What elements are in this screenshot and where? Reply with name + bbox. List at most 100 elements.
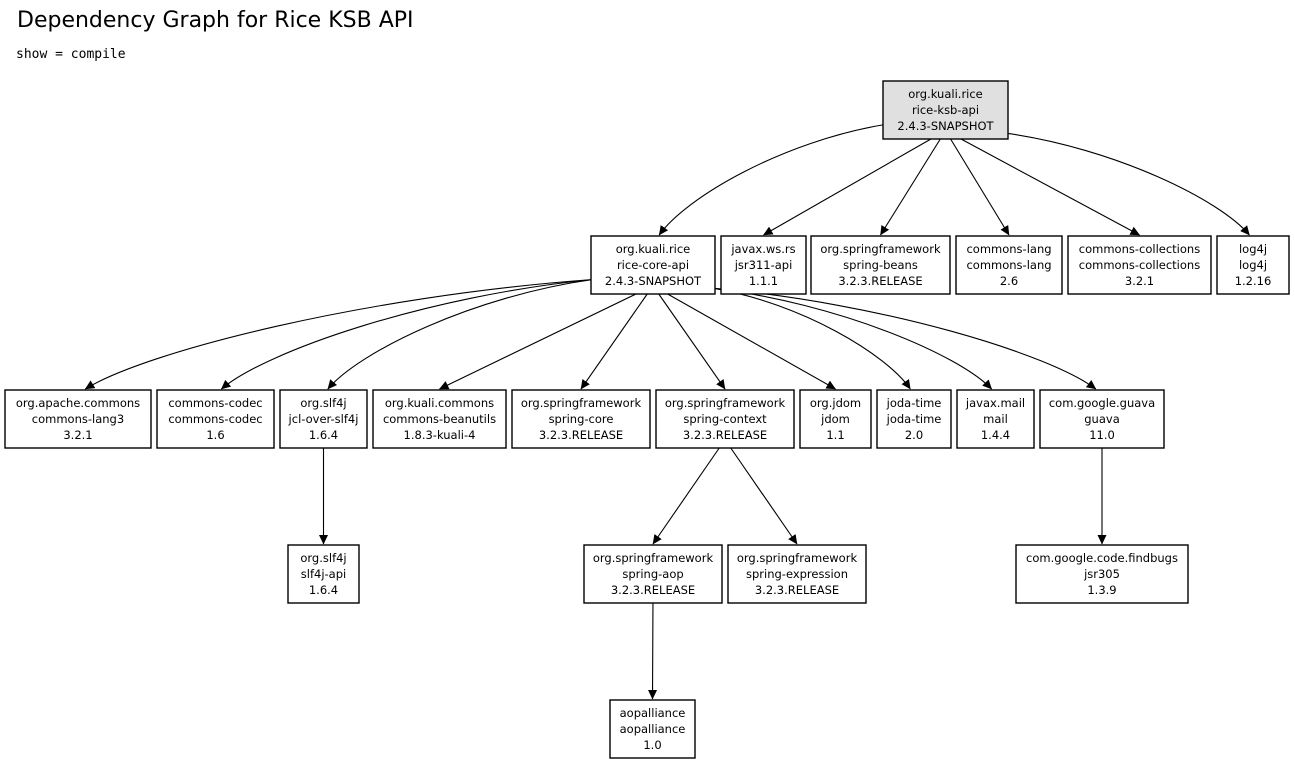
edge-rice-core-api-to-spring-core xyxy=(580,293,648,390)
node-version-label: 2.4.3-SNAPSHOT xyxy=(897,119,994,133)
node-artifact-label: joda-time xyxy=(886,412,942,426)
node-version-label: 3.2.3.RELEASE xyxy=(539,428,623,442)
edge-rice-core-api-to-guava xyxy=(712,287,1097,390)
node-group-label: com.google.code.findbugs xyxy=(1026,551,1178,565)
node-spring-beans: org.springframeworkspring-beans3.2.3.REL… xyxy=(810,235,951,295)
node-version-label: 2.0 xyxy=(905,428,923,442)
node-box xyxy=(287,544,360,604)
node-version-label: 3.2.1 xyxy=(1125,274,1154,288)
node-artifact-label: commons-lang3 xyxy=(32,412,124,426)
node-group-label: javax.ws.rs xyxy=(730,242,795,256)
edge-rice-ksb-api-to-commons-lang xyxy=(950,138,1010,236)
node-artifact-label: slf4j-api xyxy=(301,567,346,581)
node-artifact-label: jdom xyxy=(820,412,850,426)
edge-rice-core-api-to-jcl-over-slf4j xyxy=(327,278,594,390)
node-commons-codec: commons-codec commons-codec 1.6 xyxy=(156,389,275,449)
node-rice-core-api: org.kuali.ricerice-core-api2.4.3-SNAPSHO… xyxy=(590,235,716,295)
edge-rice-ksb-api-to-log4j xyxy=(1005,132,1250,236)
node-box xyxy=(511,389,651,449)
node-commons-lang: commons-lang commons-lang 2.6 xyxy=(955,235,1063,295)
node-artifact-label: rice-ksb-api xyxy=(912,103,979,117)
node-artifact-label: aopalliance xyxy=(620,722,686,736)
edge-rice-core-api-to-mail xyxy=(712,287,993,390)
node-box xyxy=(1216,235,1290,295)
node-box xyxy=(156,389,275,449)
node-jsr305: com.google.code.findbugs jsr305 1.3.9 xyxy=(1015,544,1189,604)
node-box xyxy=(720,235,807,295)
node-version-label: 1.0 xyxy=(643,738,661,752)
node-artifact-label: rice-core-api xyxy=(617,258,689,272)
node-spring-aop: org.springframeworkspring-aop3.2.3.RELEA… xyxy=(583,544,723,604)
node-box xyxy=(876,389,952,449)
node-commons-collections: commons-collectionscommons-collections3.… xyxy=(1067,235,1212,295)
node-box xyxy=(1039,389,1165,449)
node-artifact-label: spring-core xyxy=(549,412,614,426)
node-aopalliance: aopalliance aopalliance 1.0 xyxy=(609,699,696,759)
node-box xyxy=(655,389,795,449)
node-group-label: javax.mail xyxy=(965,396,1025,410)
node-group-label: org.slf4j xyxy=(300,551,346,565)
page-title: Dependency Graph for Rice KSB API xyxy=(17,8,414,33)
edge-spring-context-to-spring-aop xyxy=(652,447,720,545)
node-version-label: 1.3.9 xyxy=(1087,583,1116,597)
node-group-label: commons-codec xyxy=(168,396,262,410)
node-version-label: 11.0 xyxy=(1089,428,1115,442)
edge-rice-core-api-to-commons-beanutils xyxy=(439,293,637,390)
node-box xyxy=(1015,544,1189,604)
node-jdom: org.jdom jdom 1.1 xyxy=(799,389,872,449)
node-box xyxy=(583,544,723,604)
node-box xyxy=(810,235,951,295)
node-version-label: 3.2.3.RELEASE xyxy=(611,583,695,597)
node-group-label: org.jdom xyxy=(810,396,861,410)
node-spring-expression: org.springframework spring-expression 3.2.… xyxy=(727,544,867,604)
node-group-label: org.kuali.rice xyxy=(616,242,691,256)
edge-rice-core-api-to-jdom xyxy=(667,293,836,390)
scope-filter-label: show = compile xyxy=(16,47,126,62)
node-box xyxy=(882,80,1009,140)
node-box xyxy=(727,544,867,604)
node-slf4j-api: org.slf4j slf4j-api 1.6.4 xyxy=(287,544,360,604)
node-version-label: 1.1 xyxy=(826,428,844,442)
node-group-label: org.kuali.rice xyxy=(908,87,983,101)
node-group-label: commons-lang xyxy=(966,242,1051,256)
node-version-label: 1.8.3-kuali-4 xyxy=(404,428,476,442)
node-box xyxy=(372,389,507,449)
node-group-label: org.springframework xyxy=(521,396,642,410)
node-box xyxy=(590,235,716,295)
node-version-label: 3.2.3.RELEASE xyxy=(755,583,839,597)
node-rice-ksb-api: org.kuali.rice rice-ksb-api 2.4.3-SNAPSHOT xyxy=(882,80,1009,140)
edge-rice-core-api-to-spring-context xyxy=(658,293,726,390)
node-box xyxy=(4,389,152,449)
edge-rice-core-api-to-joda-time xyxy=(712,287,911,390)
node-version-label: 1.6.4 xyxy=(309,583,338,597)
node-artifact-label: jcl-over-slf4j xyxy=(288,412,359,426)
node-artifact-label: commons-codec xyxy=(168,412,262,426)
node-group-label: org.springframework xyxy=(737,551,858,565)
node-group-label: com.google.guava xyxy=(1049,396,1155,410)
node-box xyxy=(279,389,368,449)
node-spring-context: org.springframeworkspring-context3.2.3.R… xyxy=(655,389,795,449)
node-version-label: 1.6 xyxy=(206,428,224,442)
node-group-label: commons-collections xyxy=(1079,242,1200,256)
node-version-label: 2.6 xyxy=(1000,274,1018,288)
node-artifact-label: jsr305 xyxy=(1083,567,1120,581)
node-group-label: log4j xyxy=(1239,242,1267,256)
node-version-label: 1.1.1 xyxy=(749,274,778,288)
node-box xyxy=(955,235,1063,295)
node-group-label: aopalliance xyxy=(620,706,686,720)
node-artifact-label: jsr311-api xyxy=(734,258,793,272)
edge-rice-ksb-api-to-jsr311-api xyxy=(763,138,932,236)
node-artifact-label: commons-lang xyxy=(966,258,1051,272)
node-artifact-label: spring-expression xyxy=(746,567,848,581)
node-artifact-label: log4j xyxy=(1239,258,1267,272)
node-box xyxy=(1067,235,1212,295)
node-group-label: org.springframework xyxy=(820,242,941,256)
node-box xyxy=(609,699,696,759)
edge-rice-core-api-to-commons-lang3 xyxy=(84,278,594,390)
